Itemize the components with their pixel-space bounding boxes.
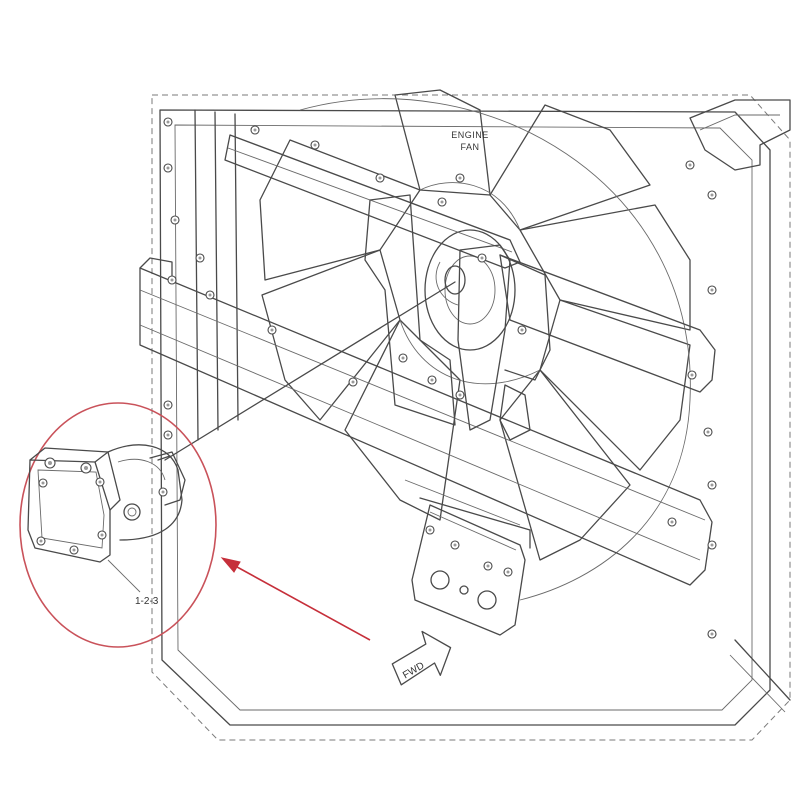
red-pointer-arrow xyxy=(220,557,371,641)
callout-circle xyxy=(19,402,217,648)
forward-arrow-icon xyxy=(391,630,452,686)
engine-fan-label-line1: ENGINE xyxy=(451,130,489,140)
fan-shroud-outline xyxy=(151,94,791,741)
bottom-edge-line-2 xyxy=(729,654,786,713)
top-right-bracket xyxy=(689,99,791,171)
part-number-label: 1-2-3 xyxy=(135,596,159,607)
hydraulic-motor-part xyxy=(27,444,186,563)
engine-fan xyxy=(259,89,691,601)
main-cross-beam xyxy=(139,257,713,586)
forward-label: FWD xyxy=(401,660,426,681)
bottom-edge-line xyxy=(734,639,791,701)
frame-bolts xyxy=(163,117,717,639)
center-bracket xyxy=(364,194,551,441)
engine-fan-label-line2: FAN xyxy=(460,142,479,152)
leader-line xyxy=(164,281,456,461)
lower-mount-bracket xyxy=(404,479,531,636)
part-number-leader xyxy=(107,559,141,593)
